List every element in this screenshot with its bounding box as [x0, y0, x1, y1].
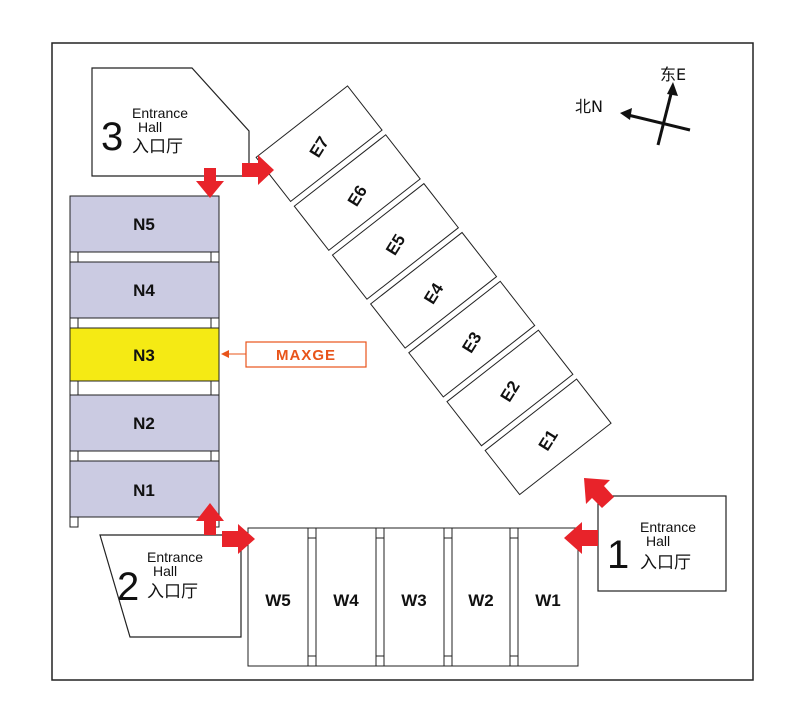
hall-w3-shape	[383, 527, 445, 667]
entrance-1-number: 1	[607, 533, 629, 577]
entrance-3-number: 3	[101, 115, 123, 159]
entrance-2[interactable]: 2 Entrance Hall 入口厅	[99, 534, 242, 638]
entrance-2-word-1: Entrance	[147, 549, 203, 565]
hall-w4-shape	[315, 527, 377, 667]
arrow-icon	[196, 503, 224, 535]
compass-north-arrow-icon	[620, 108, 632, 120]
entrance-3[interactable]: 3 Entrance Hall 入口厅	[91, 67, 250, 177]
entrance-3-word-2: Hall	[138, 119, 162, 135]
hall-w2[interactable]: W2	[451, 527, 511, 667]
hall-e7[interactable]: E7	[255, 85, 383, 203]
hall-n2[interactable]: N2	[69, 394, 220, 452]
hall-n5-shape	[69, 195, 220, 253]
hall-w3-label: W3	[401, 591, 427, 610]
hall-e5-shape	[331, 182, 460, 300]
arrow-icon	[584, 478, 614, 508]
exhibitor-label: MAXGE	[276, 347, 336, 364]
hall-e3[interactable]: E3	[408, 280, 536, 398]
hall-w5-label: W5	[265, 591, 291, 610]
compass-north-axis	[627, 113, 691, 132]
west-hall-connectors	[307, 527, 519, 667]
hall-e3-shape	[408, 280, 536, 398]
exhibitor-pointer-arrow	[221, 350, 229, 358]
compass-east-arrow-icon	[667, 82, 678, 96]
hall-w2-label: W2	[468, 591, 494, 610]
compass-north-label: 北N	[575, 97, 603, 116]
north-halls: N5 N4 N3 N2 N1	[69, 195, 220, 528]
hall-w3[interactable]: W3	[383, 527, 445, 667]
compass: 东E 北N	[575, 65, 691, 146]
arrow-icon	[196, 168, 224, 198]
hall-n2-shape	[69, 394, 220, 452]
hall-e6-shape	[293, 134, 421, 252]
hall-n2-label: N2	[133, 414, 155, 433]
hall-n5-label: N5	[133, 215, 155, 234]
exhibitor-marker[interactable]: MAXGE	[221, 341, 367, 368]
hall-w1-label: W1	[535, 591, 561, 610]
entrance-3-chinese: 入口厅	[132, 137, 183, 157]
entry-arrows	[196, 155, 614, 554]
hall-n1[interactable]: N1	[69, 460, 220, 518]
hall-n4-shape	[69, 261, 220, 319]
hall-n4-label: N4	[133, 281, 155, 300]
entrance-2-word-2: Hall	[153, 563, 177, 579]
hall-n3[interactable]: N3	[69, 327, 220, 382]
compass-east-label: 东E	[660, 65, 686, 84]
hall-n3-shape	[69, 327, 220, 382]
hall-w4[interactable]: W4	[315, 527, 377, 667]
entrance-2-shape	[99, 534, 242, 638]
hall-e6[interactable]: E6	[293, 134, 421, 252]
hall-n5[interactable]: N5	[69, 195, 220, 253]
arrow-icon	[222, 524, 255, 554]
arrow-icon	[564, 522, 598, 554]
entrance-2-number: 2	[117, 565, 139, 609]
hall-e4-shape	[369, 231, 498, 349]
hall-e1-shape	[484, 378, 612, 496]
entrance-1-shape	[597, 495, 727, 592]
hall-e7-shape	[255, 85, 383, 203]
exhibitor-label-box	[245, 341, 367, 368]
entrance-1-word-1: Entrance	[640, 519, 696, 535]
hall-w1[interactable]: W1	[517, 527, 579, 667]
hall-w5[interactable]: W5	[247, 527, 309, 667]
hall-n3-label: N3	[133, 346, 155, 365]
hall-n1-shape	[69, 460, 220, 518]
entrance-1-word-2: Hall	[646, 533, 670, 549]
hall-e4[interactable]: E4	[369, 231, 498, 349]
hall-w5-shape	[247, 527, 309, 667]
entrance-1-chinese: 入口厅	[640, 553, 691, 573]
east-halls: E7 E6 E5 E4 E3 E2 E1	[255, 85, 612, 496]
hall-n1-label: N1	[133, 481, 155, 500]
compass-east-axis	[656, 89, 674, 146]
hall-e2-shape	[446, 329, 574, 447]
arrow-icon	[242, 155, 274, 185]
west-halls: W5 W4 W3 W2 W1	[247, 527, 579, 667]
hall-w1-shape	[517, 527, 579, 667]
hall-e1[interactable]: E1	[484, 378, 612, 496]
hall-w4-label: W4	[333, 591, 359, 610]
entrance-2-chinese: 入口厅	[147, 582, 198, 602]
entrance-3-word-1: Entrance	[132, 105, 188, 121]
entrance-1[interactable]: 1 Entrance Hall 入口厅	[597, 495, 727, 592]
hall-n4[interactable]: N4	[69, 261, 220, 319]
entrance-3-shape	[91, 67, 250, 177]
hall-w2-shape	[451, 527, 511, 667]
hall-e2[interactable]: E2	[446, 329, 574, 447]
hall-e5[interactable]: E5	[331, 182, 460, 300]
